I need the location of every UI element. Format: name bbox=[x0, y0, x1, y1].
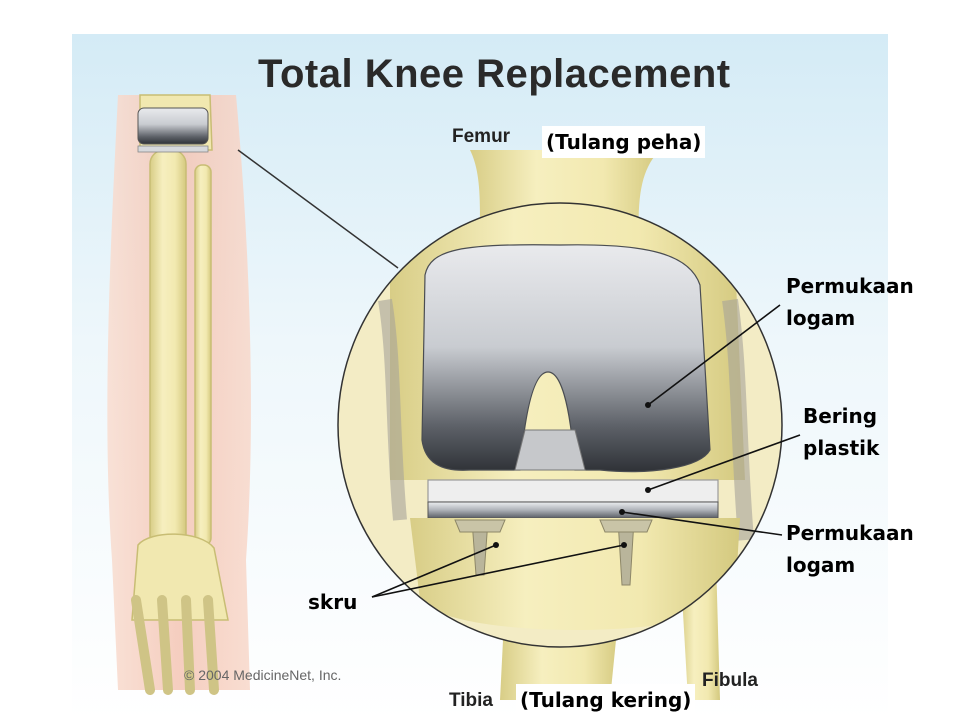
small-implant bbox=[137, 107, 209, 153]
metal-surface-top-line2: logam bbox=[786, 306, 856, 330]
zoom-connector-line bbox=[237, 149, 399, 269]
diagram-title: Total Knee Replacement bbox=[258, 52, 731, 96]
screws bbox=[454, 519, 653, 586]
metal-surface-bottom-label: Permukaan logam bbox=[786, 517, 914, 581]
zoom-circle bbox=[337, 202, 783, 648]
fibula-label: Fibula bbox=[702, 670, 758, 691]
leader-dots bbox=[493, 402, 651, 548]
plastic-bearing-line2: plastik bbox=[803, 436, 880, 460]
plastic-bearing-line1: Bering bbox=[803, 404, 878, 428]
metal-surface-bottom-line1: Permukaan bbox=[786, 521, 914, 545]
knee-closeup bbox=[338, 203, 782, 647]
tibia-local-label: (Tulang kering) bbox=[516, 684, 696, 716]
femur-label: Femur bbox=[452, 126, 511, 147]
leg-bones bbox=[131, 94, 229, 695]
screw-label: skru bbox=[308, 590, 358, 614]
metal-surface-top-line1: Permukaan bbox=[786, 274, 914, 298]
tibia-label: Tibia bbox=[449, 690, 493, 711]
leader-lines bbox=[371, 304, 801, 598]
metal-surface-bottom-line2: logam bbox=[786, 553, 856, 577]
femur-local-label: (Tulang peha) bbox=[542, 126, 706, 158]
plastic-bearing-label: Bering plastik bbox=[803, 400, 879, 464]
metal-surface-top-label: Permukaan logam bbox=[786, 270, 914, 334]
copyright-notice: © 2004 MedicineNet, Inc. bbox=[184, 667, 342, 683]
